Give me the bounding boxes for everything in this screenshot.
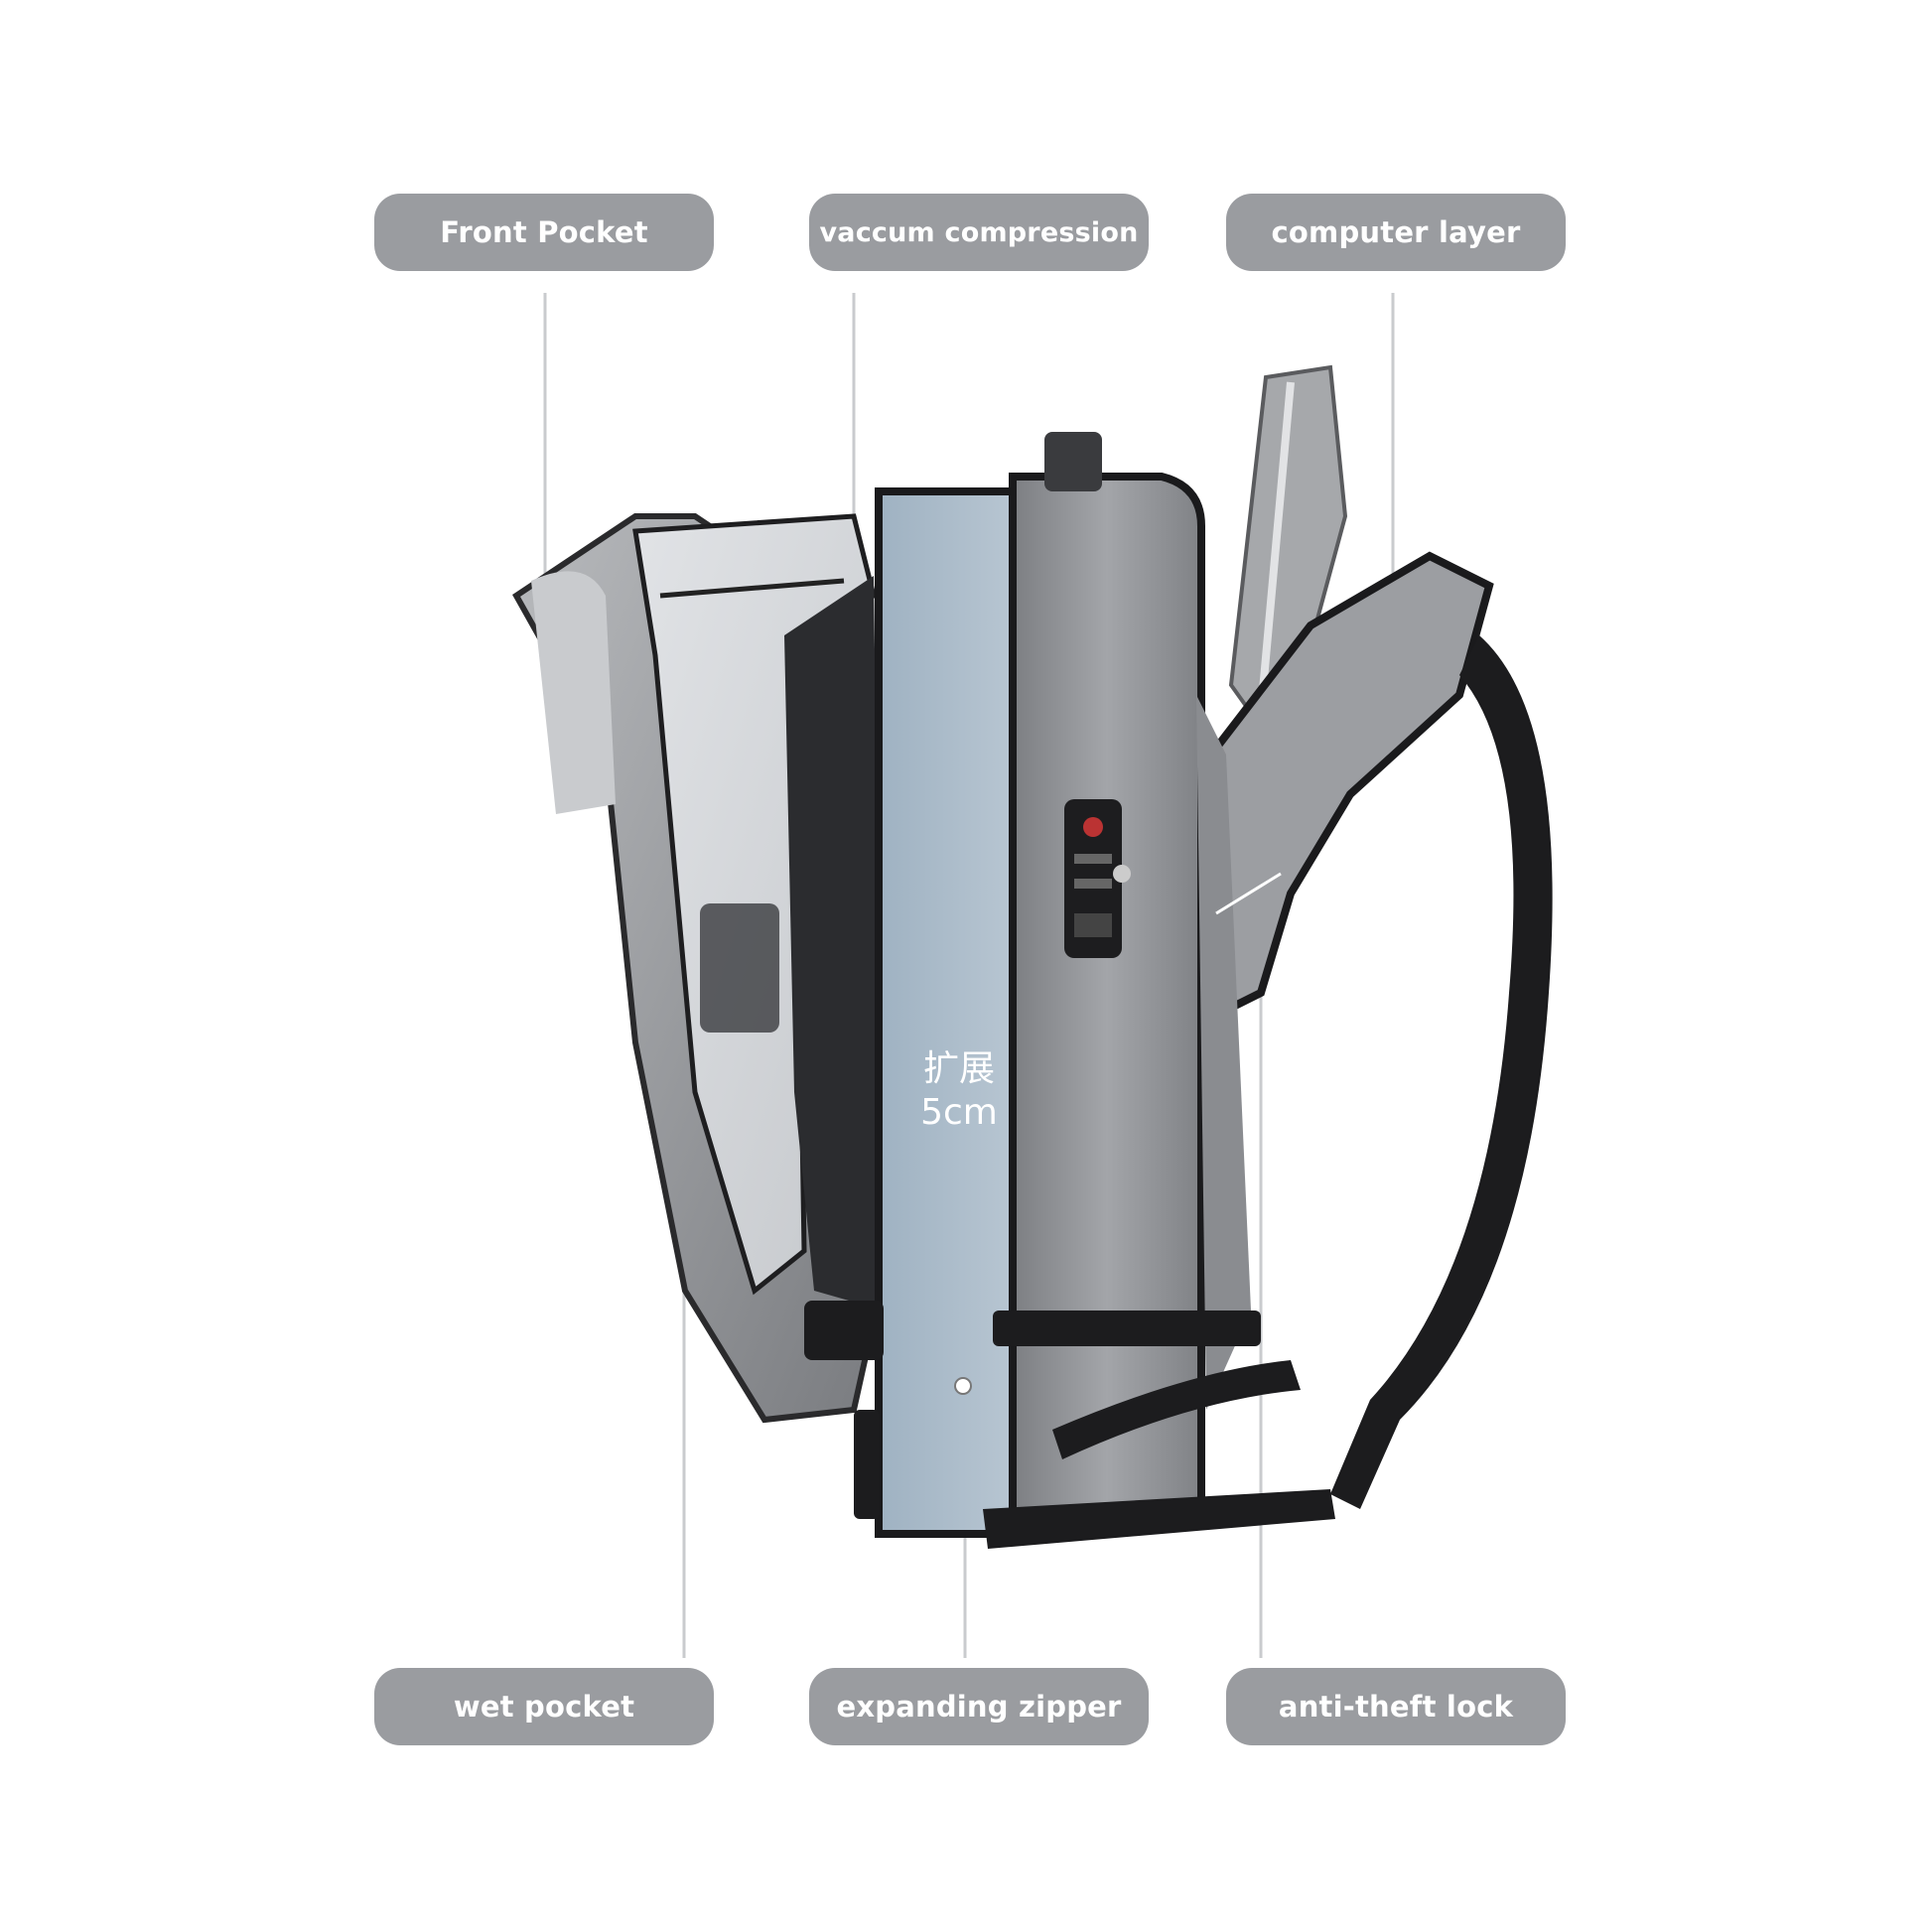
wet-pocket-label: wet pocket bbox=[374, 1668, 714, 1745]
shoulder-strap bbox=[1330, 635, 1553, 1509]
expansion-badge-line2: 5cm bbox=[920, 1092, 998, 1133]
expanding-zipper-label: expanding zipper bbox=[809, 1668, 1149, 1745]
compression-straps bbox=[804, 1301, 1335, 1549]
computer-layer-label: computer layer bbox=[1226, 194, 1566, 271]
vaccum-compression-label: vaccum compression bbox=[809, 194, 1149, 271]
inner-panel bbox=[784, 576, 884, 1311]
front-pocket bbox=[512, 513, 878, 1424]
expansion-strip bbox=[875, 487, 1022, 1538]
anti-theft-lock-label: anti-theft lock bbox=[1226, 1668, 1566, 1745]
expansion-badge-line1: 扩展 bbox=[923, 1048, 995, 1089]
computer-layer bbox=[1196, 551, 1494, 1410]
front-pocket-label: Front Pocket bbox=[374, 194, 714, 271]
backpack-body bbox=[1009, 432, 1205, 1534]
